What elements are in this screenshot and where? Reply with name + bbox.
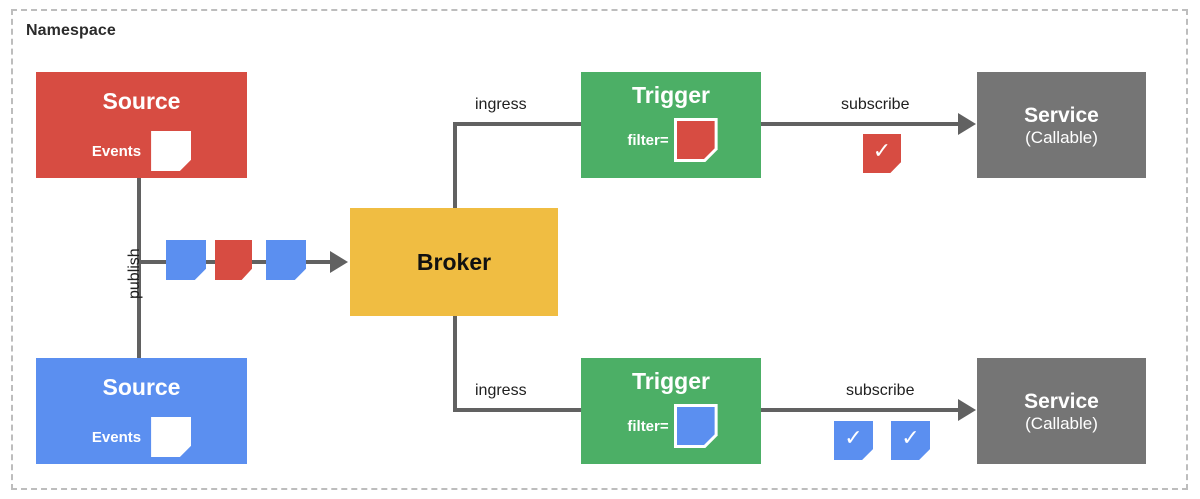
note-body bbox=[863, 134, 901, 173]
trigger-node-top[interactable]: Trigger filter= bbox=[581, 72, 761, 178]
ingress-bottom-horizontal-line bbox=[453, 408, 585, 412]
service-node-top[interactable]: Service (Callable) bbox=[977, 72, 1146, 178]
namespace-label: Namespace bbox=[26, 22, 116, 39]
trigger-title: Trigger bbox=[632, 82, 710, 108]
check-icon: ✓ bbox=[901, 425, 920, 451]
trigger-filter-label: filter= bbox=[627, 417, 669, 435]
subscribe-bottom-line bbox=[760, 408, 960, 412]
note-body bbox=[151, 417, 192, 457]
delivered-note-red: ✓ bbox=[863, 134, 901, 173]
source-title: Source bbox=[102, 374, 181, 400]
events-note-icon bbox=[151, 417, 192, 457]
trigger-filter-row: filter= bbox=[627, 404, 718, 448]
service-subtitle: (Callable) bbox=[1025, 127, 1098, 147]
ingress-top-vertical-line bbox=[453, 122, 457, 212]
subscribe-bottom-arrow-head bbox=[958, 399, 976, 421]
source-node-blue[interactable]: Source Events bbox=[36, 358, 247, 464]
source-events-row: Events bbox=[91, 131, 192, 171]
service-title: Service bbox=[1024, 389, 1099, 413]
event-note-blue-2 bbox=[266, 240, 306, 280]
publish-label: publish bbox=[126, 248, 143, 299]
events-note-icon bbox=[151, 131, 192, 171]
note-body bbox=[151, 131, 192, 171]
source-events-row: Events bbox=[91, 417, 192, 457]
trigger-title: Trigger bbox=[632, 368, 710, 394]
note-body bbox=[676, 407, 715, 445]
note-body bbox=[215, 240, 252, 280]
trigger-filter-row: filter= bbox=[627, 118, 718, 162]
note-body bbox=[166, 240, 206, 280]
service-title: Service bbox=[1024, 103, 1099, 127]
broker-node[interactable]: Broker bbox=[350, 208, 558, 316]
event-note-red bbox=[215, 240, 252, 280]
delivered-note-blue-1: ✓ bbox=[834, 421, 873, 460]
subscribe-top-line bbox=[760, 122, 960, 126]
namespace-boundary bbox=[11, 9, 1188, 490]
note-body bbox=[834, 421, 873, 460]
ingress-bottom-label: ingress bbox=[475, 382, 527, 399]
broker-title: Broker bbox=[416, 248, 492, 275]
publish-arrow-head bbox=[330, 251, 348, 273]
trigger-filter-label: filter= bbox=[627, 131, 669, 149]
service-node-bottom[interactable]: Service (Callable) bbox=[977, 358, 1146, 464]
trigger-node-bottom[interactable]: Trigger filter= bbox=[581, 358, 761, 464]
source-events-label: Events bbox=[91, 142, 142, 160]
ingress-top-label: ingress bbox=[475, 96, 527, 113]
publish-vertical-line bbox=[137, 178, 141, 364]
source-events-label: Events bbox=[91, 428, 142, 446]
note-body bbox=[891, 421, 930, 460]
source-node-red[interactable]: Source Events bbox=[36, 72, 247, 178]
ingress-bottom-vertical-line bbox=[453, 315, 457, 412]
subscribe-top-label: subscribe bbox=[841, 96, 910, 113]
event-note-blue-1 bbox=[166, 240, 206, 280]
filter-note-icon-red bbox=[673, 118, 718, 162]
filter-note-icon-blue bbox=[673, 404, 718, 448]
check-icon: ✓ bbox=[872, 138, 892, 164]
note-body bbox=[676, 121, 715, 159]
delivered-note-blue-2: ✓ bbox=[891, 421, 930, 460]
subscribe-bottom-label: subscribe bbox=[846, 382, 915, 399]
service-subtitle: (Callable) bbox=[1025, 413, 1098, 433]
subscribe-top-arrow-head bbox=[958, 113, 976, 135]
ingress-top-horizontal-line bbox=[453, 122, 585, 126]
check-icon: ✓ bbox=[844, 425, 863, 451]
source-title: Source bbox=[102, 88, 181, 114]
note-body bbox=[266, 240, 306, 280]
